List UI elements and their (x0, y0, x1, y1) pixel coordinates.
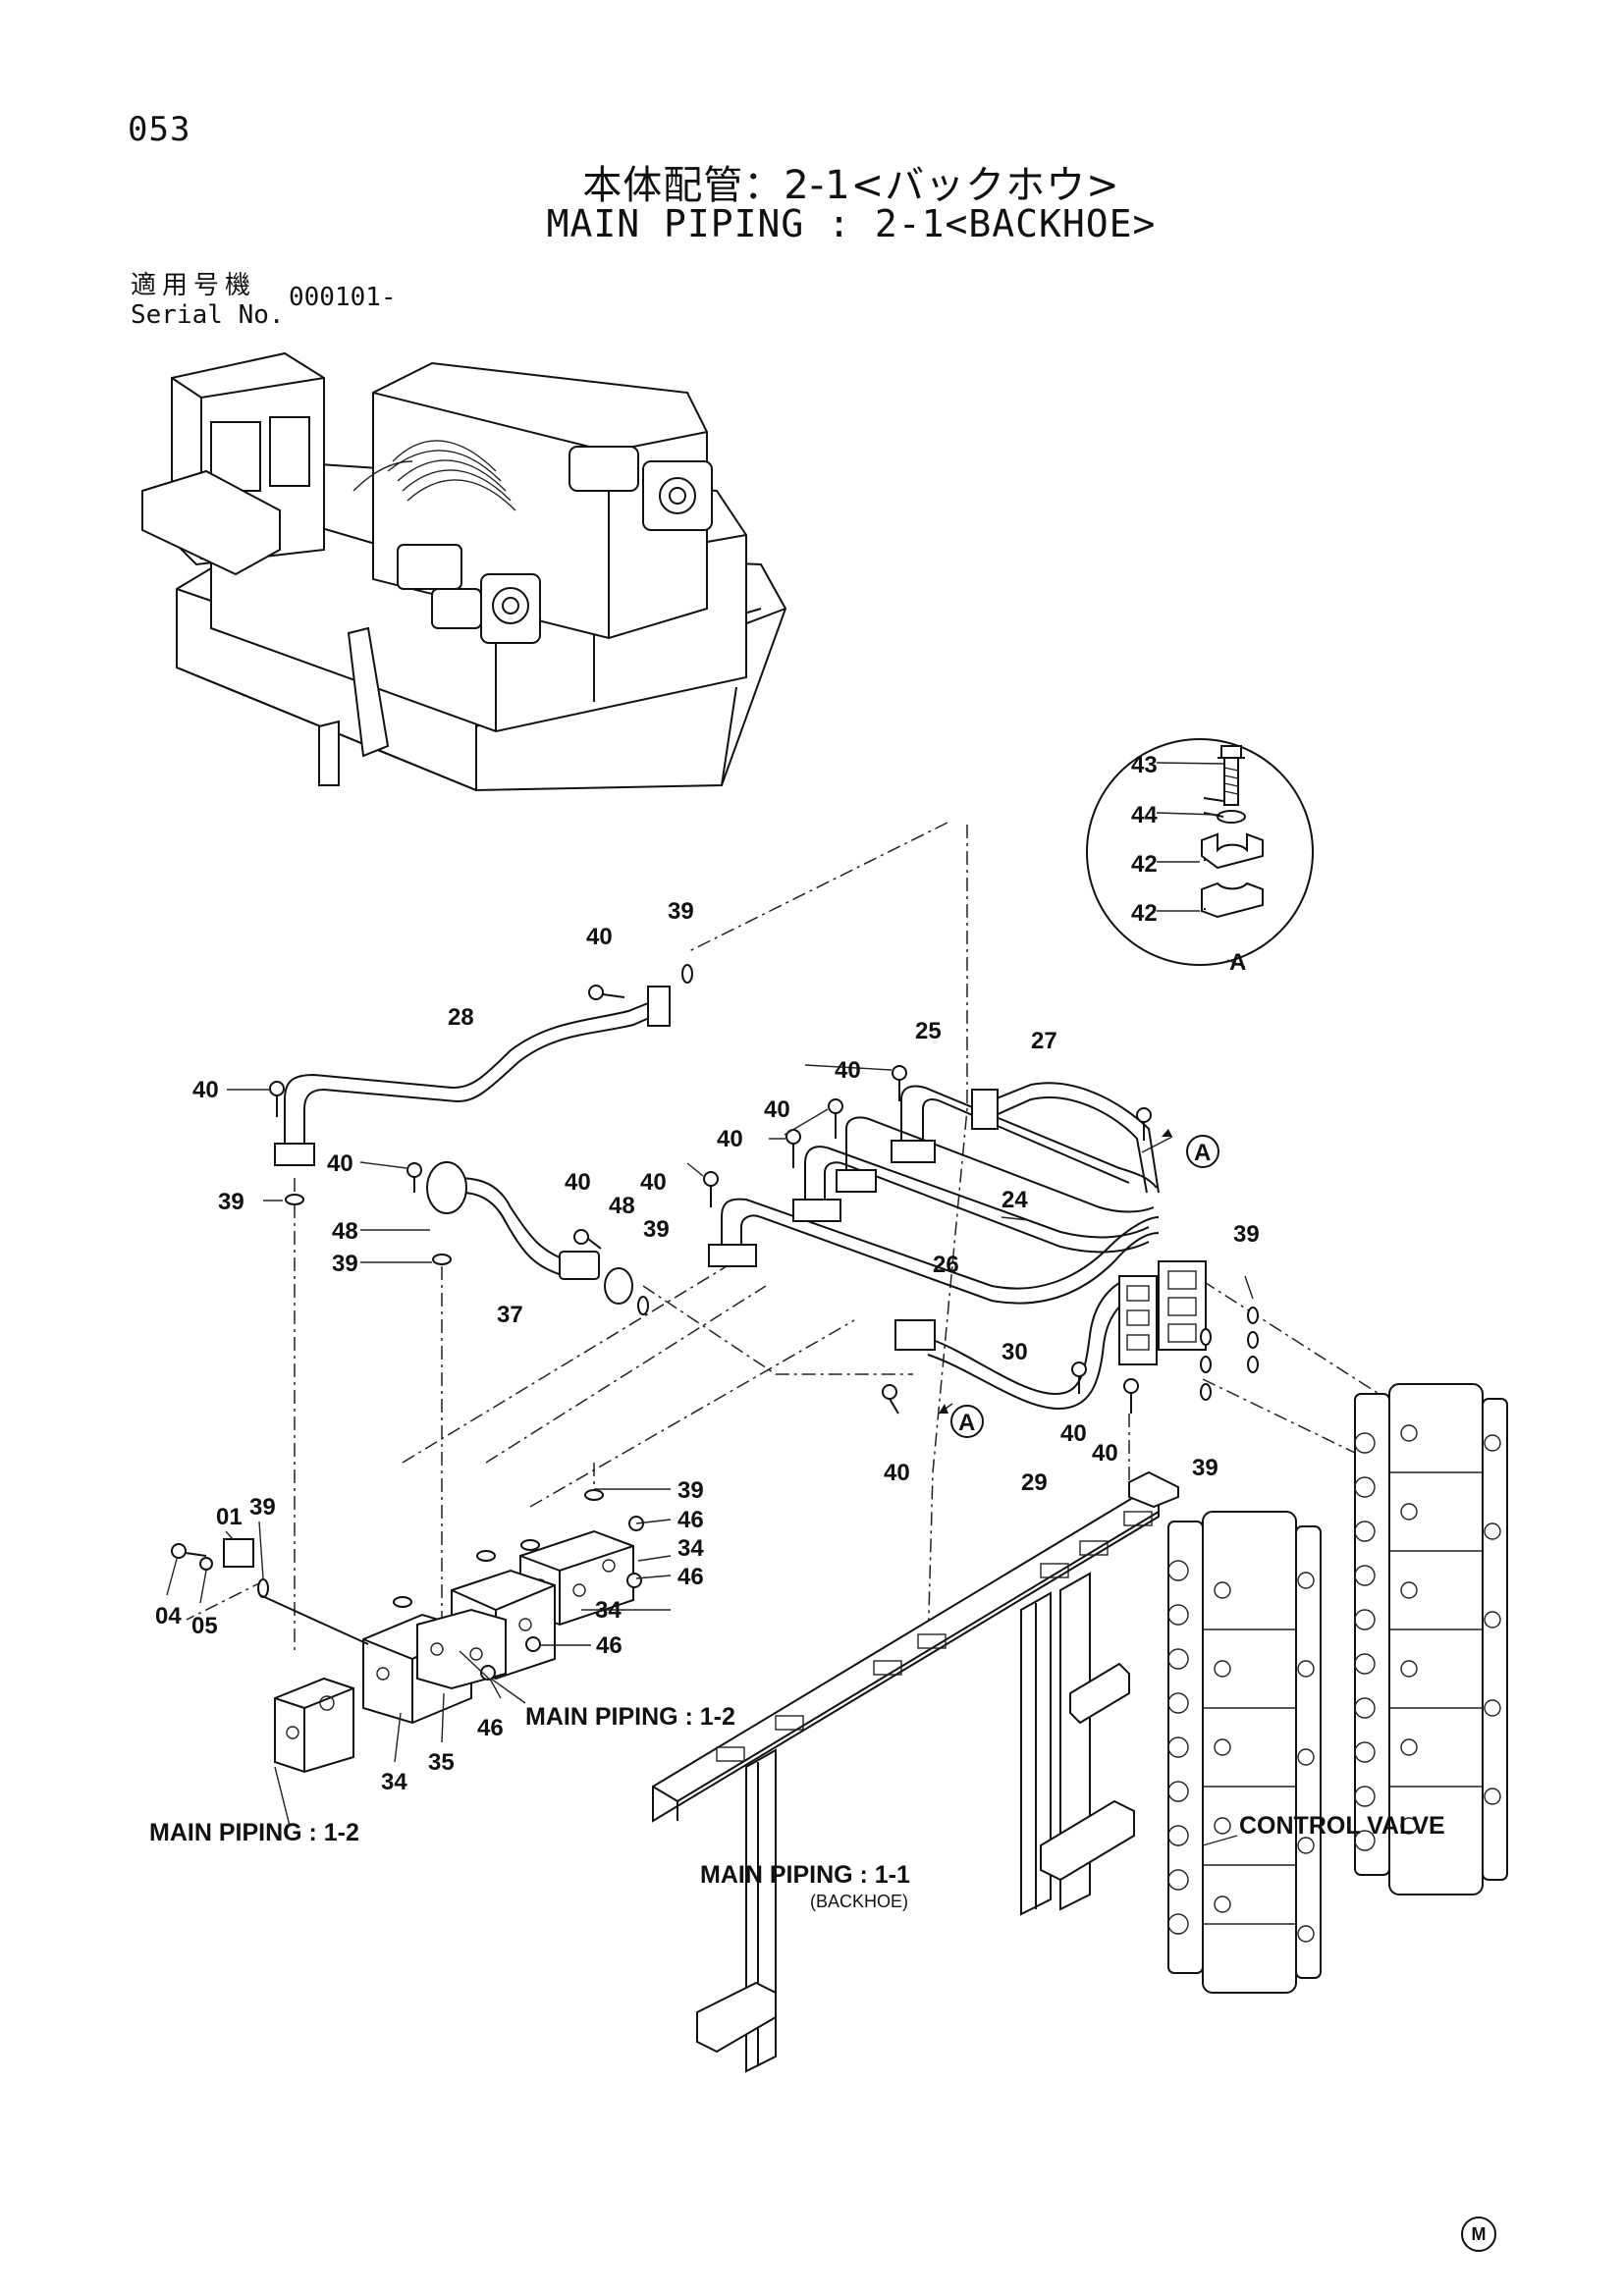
part-callouts: 43 44 42 42 A 40 39 28 25 27 40 40 40 40… (155, 752, 1260, 1795)
callout-39: 39 (668, 898, 694, 925)
note-main-piping-1-1: MAIN PIPING : 1-1 (700, 1861, 910, 1889)
callout-39: 39 (332, 1251, 358, 1277)
callout-05: 05 (191, 1613, 218, 1639)
port-blocks (171, 1516, 644, 1774)
callout-37: 37 (497, 1302, 523, 1328)
callout-28: 28 (448, 1004, 474, 1031)
note-main-piping-1-2: MAIN PIPING : 1-2 (149, 1819, 359, 1846)
serial-label-english: Serial No. (131, 300, 285, 330)
callout-46: 46 (477, 1715, 504, 1741)
detail-a-label: A (1229, 949, 1246, 976)
callout-40: 40 (884, 1460, 910, 1486)
callout-39: 39 (249, 1494, 276, 1521)
footer-circled-m-mark: M (1461, 2216, 1496, 2252)
page-title-japanese: 本体配管：2-1<バックホウ> (582, 163, 1120, 208)
callout-25: 25 (915, 1018, 942, 1044)
callout-46: 46 (677, 1507, 704, 1533)
callout-46: 46 (677, 1564, 704, 1590)
callout-42: 42 (1131, 900, 1158, 927)
callout-40: 40 (1060, 1420, 1087, 1447)
callout-43: 43 (1131, 752, 1158, 778)
callout-01: 01 (216, 1504, 243, 1530)
machine-overview-illustration (141, 351, 787, 792)
callout-24: 24 (1001, 1187, 1028, 1213)
callout-40: 40 (640, 1169, 667, 1196)
serial-number-value: 000101- (289, 283, 397, 312)
callout-26: 26 (933, 1252, 959, 1278)
page-title-english: MAIN PIPING : 2-1<BACKHOE> (546, 202, 1157, 245)
callout-48: 48 (609, 1193, 635, 1219)
note-control-valve: CONTROL VALVE (1239, 1812, 1445, 1840)
callout-40: 40 (764, 1096, 790, 1123)
callout-40: 40 (1092, 1440, 1118, 1467)
callout-35: 35 (428, 1749, 455, 1776)
callout-04: 04 (155, 1603, 182, 1629)
callout-29: 29 (1021, 1469, 1048, 1496)
view-a-marker: A (1194, 1140, 1211, 1166)
frame-structure (652, 1470, 1179, 2073)
callout-27: 27 (1031, 1028, 1057, 1054)
page-number: 053 (128, 110, 191, 149)
callout-40: 40 (835, 1057, 861, 1084)
view-a-marker: A (958, 1410, 975, 1436)
callout-40: 40 (192, 1077, 219, 1103)
callout-44: 44 (1131, 802, 1158, 828)
note-main-piping-1-2: MAIN PIPING : 1-2 (525, 1703, 735, 1731)
callout-39: 39 (1233, 1221, 1260, 1248)
callout-40: 40 (717, 1126, 743, 1152)
callout-40: 40 (586, 924, 613, 950)
callout-34: 34 (677, 1535, 704, 1562)
callout-34: 34 (595, 1597, 622, 1624)
callout-39: 39 (1192, 1455, 1218, 1481)
callout-48: 48 (332, 1218, 358, 1245)
serial-label-japanese: 適用号機 (131, 271, 257, 300)
leader-lines (166, 762, 1254, 1846)
callout-39: 39 (677, 1477, 704, 1504)
callout-40: 40 (565, 1169, 591, 1196)
callout-30: 30 (1001, 1339, 1028, 1365)
callout-39: 39 (218, 1189, 244, 1215)
callout-46: 46 (596, 1632, 623, 1659)
callout-34: 34 (381, 1769, 407, 1795)
note-backhoe: (BACKHOE) (810, 1892, 908, 1911)
callout-39: 39 (643, 1216, 670, 1243)
callout-42: 42 (1131, 851, 1158, 878)
detail-a-inset (1086, 738, 1314, 966)
callout-40: 40 (327, 1150, 353, 1177)
piping-assembly (186, 822, 1395, 1654)
reference-notes: MAIN PIPING : 1-2 MAIN PIPING : 1-2 MAIN… (149, 1703, 1445, 1911)
control-valve-stacks (1167, 1383, 1508, 1994)
